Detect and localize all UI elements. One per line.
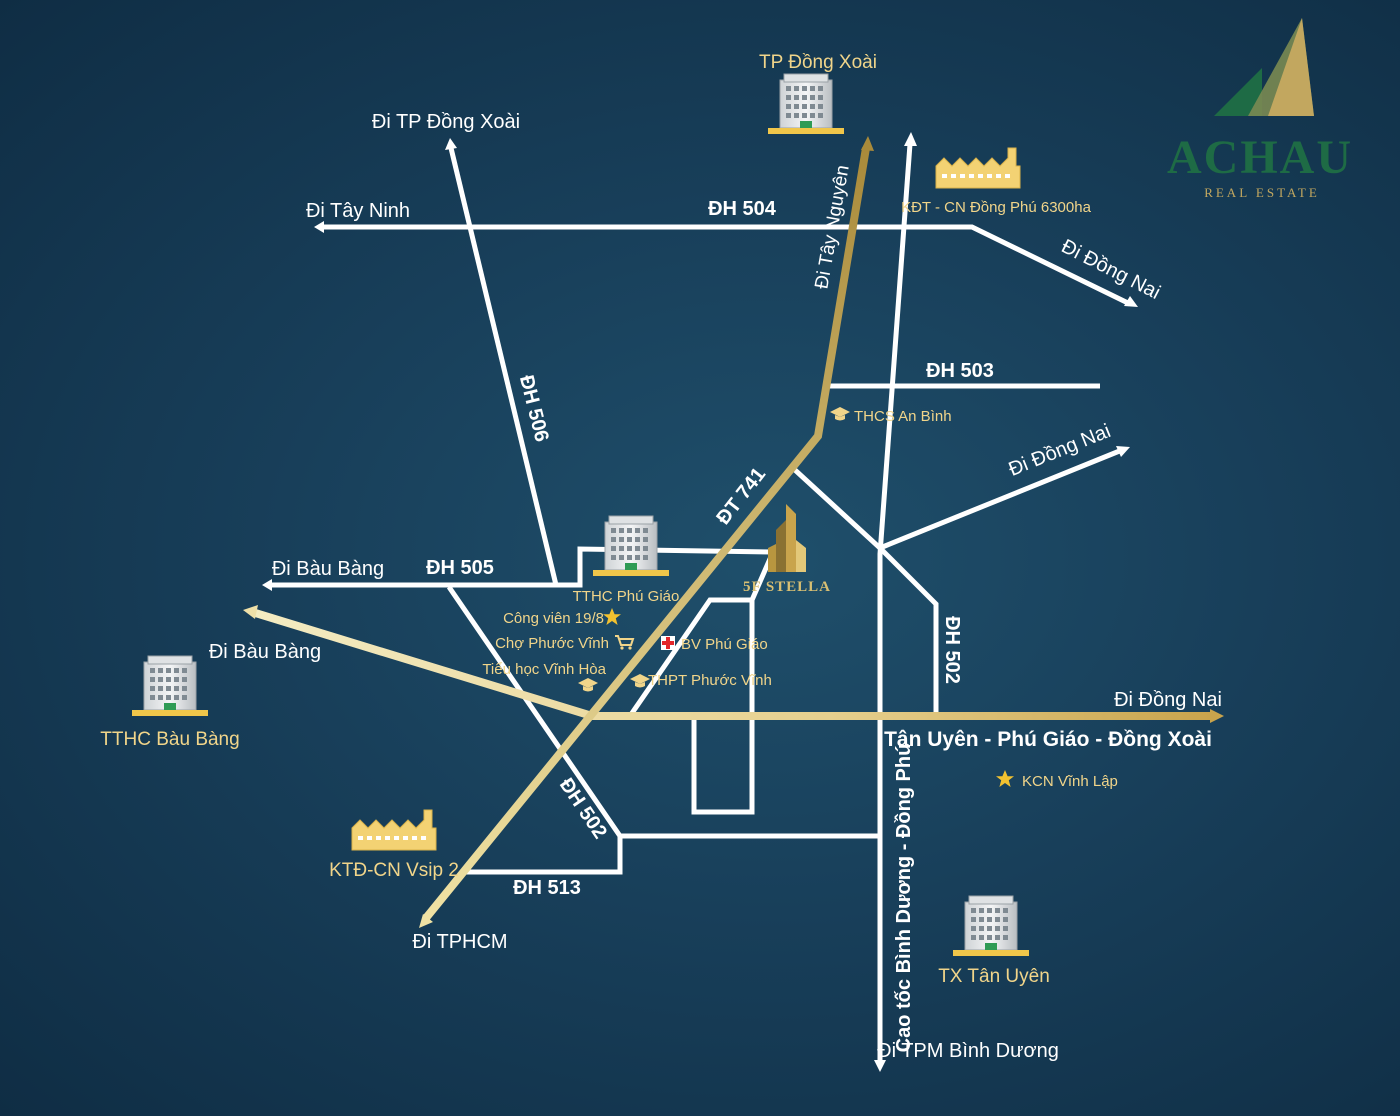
place-thpt: THPT Phước Vĩnh [648, 672, 772, 689]
brand-logo: ACHAU REAL ESTATE [1167, 18, 1353, 200]
arrow-dong-nai-main [1210, 709, 1224, 723]
place-thcs-an-binh: THCS An Bình [854, 408, 952, 425]
place-tp-dong-xoai: TP Đồng Xoài [759, 52, 877, 73]
tower-icon [768, 504, 806, 572]
road-dh505 [270, 546, 775, 588]
road-inner-loop [691, 600, 755, 815]
factory-icon [935, 147, 1021, 189]
star-icon [603, 608, 621, 625]
place-ktd-vsip2: KTĐ-CN Vsip 2 [329, 860, 459, 881]
place-cong-vien: Công viên 19/8 [503, 610, 604, 627]
place-kcn-vinh-lap: KCN Vĩnh Lập [1022, 773, 1118, 790]
dir-tphcm: Đi TPHCM [412, 931, 507, 953]
dir-dong-nai-main: Đi Đồng Nai [1114, 689, 1222, 711]
logo-tagline: REAL ESTATE [1204, 185, 1320, 200]
dir-bau-bang-1: Đi Bàu Bàng [272, 558, 384, 580]
dir-bau-bang-2: Đi Bàu Bàng [209, 641, 321, 663]
dir-tp-dong-xoai: Đi TP Đồng Xoài [372, 111, 520, 133]
road-dh504 [322, 224, 1132, 307]
road-dong-nai-east [879, 447, 1123, 551]
arrow-dong-nai-e [1116, 446, 1130, 457]
logo-mark-icon [1214, 68, 1262, 116]
dir-tay-ninh: Đi Tây Ninh [306, 200, 410, 222]
road-inner-north [627, 550, 776, 718]
label-dh503: ĐH 503 [926, 360, 994, 382]
road-network [262, 132, 1138, 1072]
dir-dong-nai-e: Đi Đồng Nai [1006, 420, 1114, 481]
road-main-highway [250, 608, 1212, 720]
shopping-cart-icon [615, 635, 635, 650]
label-dh502-east: ĐH 502 [941, 616, 963, 684]
place-cho-phuoc-vinh: Chợ Phước Vĩnh [495, 635, 609, 652]
red-cross-icon [661, 636, 675, 650]
arrow-bau-bang-2 [243, 605, 258, 619]
arrow-tp-dong-xoai [445, 138, 457, 150]
label-dh505: ĐH 505 [426, 557, 494, 579]
office-building-icon [767, 73, 845, 135]
label-dh504: ĐH 504 [708, 198, 777, 220]
place-tieu-hoc: Tiểu học Vĩnh Hòa [482, 661, 606, 678]
office-building-icon [952, 895, 1030, 957]
poi-icons [578, 407, 1014, 787]
road-expressway [877, 143, 913, 1064]
arrow-tay-nguyen [861, 136, 874, 151]
label-dt741: ĐT 741 [712, 464, 770, 529]
label-expressway: Cao tốc Bình Dương - Đồng Phú [893, 744, 915, 1053]
road-dh513 [466, 836, 623, 875]
road-dh506 [448, 147, 559, 586]
label-dh513: ĐH 513 [513, 877, 581, 899]
place-tthc-bau-bang: TTHC Bàu Bàng [100, 729, 239, 750]
graduation-cap-icon [830, 407, 850, 421]
place-kdt-dong-phu: KĐT - CN Đồng Phú 6300ha [901, 199, 1091, 216]
road-dt741 [422, 147, 870, 921]
office-building-icon [592, 515, 670, 577]
arrow-expressway-north [904, 132, 917, 146]
graduation-cap-icon [578, 678, 598, 692]
place-tthc-phu-giao: TTHC Phú Giáo [573, 588, 680, 605]
arrow-dong-nai-ne [1124, 296, 1138, 307]
place-bv-phu-giao: BV Phú Giáo [681, 636, 768, 653]
logo-brand: ACHAU [1167, 131, 1353, 184]
star-icon [996, 770, 1014, 787]
gold-roads [243, 136, 1224, 928]
place-labels: TP Đồng Xoài KĐT - CN Đồng Phú 6300ha TH… [100, 52, 1118, 987]
road-dh502-east [793, 468, 939, 716]
project-marker: 5F STELLA [743, 504, 831, 595]
project-name: 5F STELLA [743, 579, 831, 595]
arrow-tay-ninh [314, 221, 324, 233]
arrow-tpm-binh-duong [874, 1060, 886, 1072]
arrow-bau-bang-1 [262, 579, 272, 591]
factory-icon [351, 809, 437, 851]
place-tx-tan-uyen: TX Tân Uyên [938, 966, 1050, 987]
dir-tpm-binh-duong: Đi TPM Bình Dương [877, 1040, 1059, 1062]
label-main-highway: Tân Uyên - Phú Giáo - Đồng Xoài [884, 728, 1212, 751]
graduation-cap-icon [630, 674, 650, 688]
arrow-tphcm [419, 914, 433, 928]
office-building-icon [131, 655, 209, 717]
